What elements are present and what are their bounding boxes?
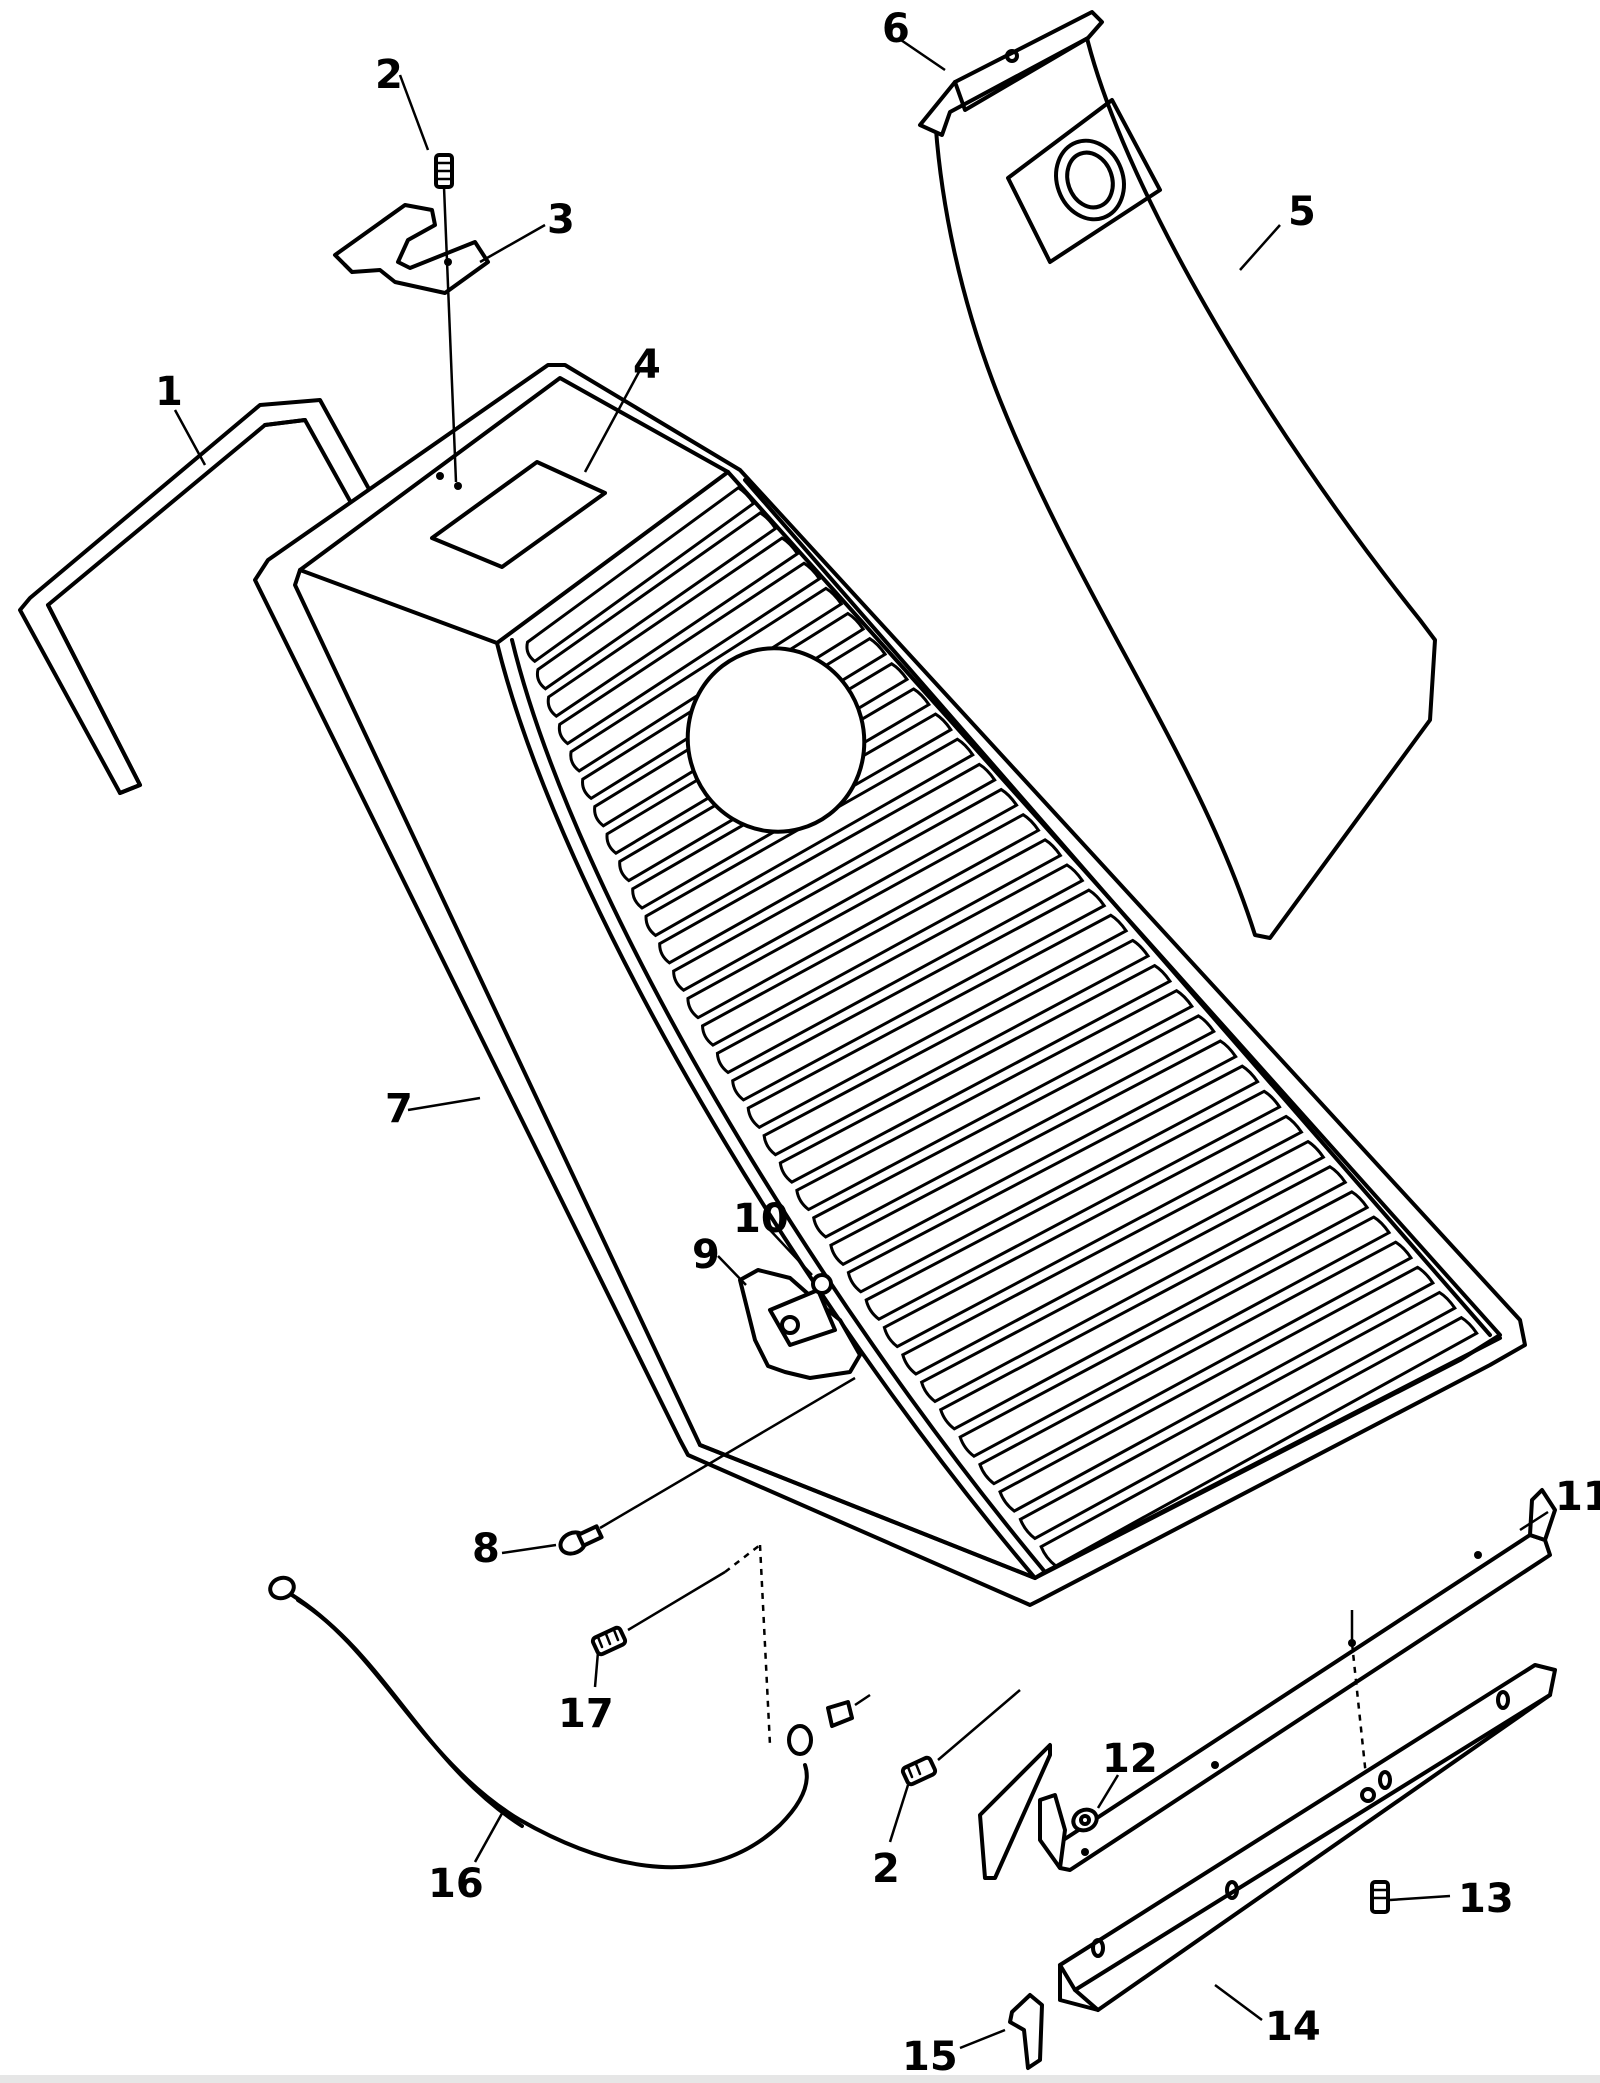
louver-slat bbox=[731, 888, 1107, 1102]
louver-slat bbox=[778, 963, 1173, 1184]
part-mounting-plate bbox=[978, 1743, 1052, 1880]
part-hood-damper-bracket bbox=[738, 1268, 862, 1380]
part-nut bbox=[1071, 1807, 1099, 1833]
hood-round-opening bbox=[685, 646, 867, 834]
louver-slat bbox=[525, 485, 756, 664]
footer-bar bbox=[0, 2075, 1600, 2083]
callout-16: 16 bbox=[428, 1861, 484, 1907]
part-duct-bag bbox=[933, 28, 1437, 940]
louver-slat bbox=[715, 863, 1085, 1075]
louver-slat bbox=[1018, 1290, 1457, 1541]
callout-11: 11 bbox=[1555, 1474, 1600, 1520]
callout-9: 9 bbox=[692, 1232, 720, 1278]
louver-slat bbox=[762, 938, 1151, 1157]
louver-slat bbox=[829, 1039, 1238, 1267]
louver-slat bbox=[658, 762, 997, 965]
callout-4: 4 bbox=[633, 342, 661, 388]
louver-slat bbox=[557, 561, 822, 746]
part-mounting-rail-lower bbox=[1058, 1663, 1557, 2012]
callout-12: 12 bbox=[1102, 1736, 1158, 1782]
louver-slat bbox=[978, 1240, 1414, 1486]
louver-slat bbox=[812, 1014, 1216, 1239]
part-screw-13 bbox=[1370, 1880, 1451, 1914]
part-screw-8 bbox=[558, 1376, 856, 1556]
callout-14: 14 bbox=[1265, 2004, 1321, 2050]
louver-slat bbox=[672, 787, 1019, 993]
callout-15: 15 bbox=[902, 2034, 958, 2080]
callout-5: 5 bbox=[1288, 189, 1316, 235]
callout-leaders bbox=[173, 36, 1549, 2022]
callout-13: 13 bbox=[1458, 1876, 1514, 1922]
louver-slat bbox=[919, 1165, 1348, 1404]
part-screw-top bbox=[434, 153, 458, 483]
louver-slat bbox=[686, 812, 1041, 1020]
part-duct-clip bbox=[918, 10, 1104, 137]
hood-louvers bbox=[525, 485, 1479, 1568]
louver-slat bbox=[938, 1190, 1370, 1431]
callout-2-top: 2 bbox=[375, 52, 403, 98]
callout-8: 8 bbox=[472, 1526, 500, 1572]
louver-slat bbox=[1039, 1315, 1479, 1568]
callout-2-bottom: 2 bbox=[872, 1846, 900, 1892]
louver-slat bbox=[546, 536, 800, 718]
louver-slat bbox=[700, 838, 1063, 1047]
part-mounting-bracket bbox=[333, 203, 490, 295]
louver-slat bbox=[998, 1265, 1436, 1513]
part-screw-17 bbox=[590, 1544, 772, 1746]
louver-slat bbox=[846, 1064, 1260, 1294]
part-end-cap bbox=[959, 1993, 1044, 2070]
louver-slat bbox=[864, 1089, 1282, 1321]
callout-17: 17 bbox=[558, 1691, 614, 1737]
louver-slat bbox=[882, 1114, 1304, 1349]
louver-slat bbox=[535, 511, 778, 691]
callout-7: 7 bbox=[385, 1086, 413, 1132]
callout-10: 10 bbox=[733, 1196, 789, 1242]
louver-slat bbox=[958, 1215, 1392, 1459]
callout-labels: 1 2 3 4 5 6 7 8 9 10 11 12 13 14 15 16 1… bbox=[155, 6, 1600, 2080]
part-mounting-rail-upper bbox=[1038, 1488, 1557, 1872]
louver-slat bbox=[901, 1139, 1326, 1376]
callout-1: 1 bbox=[155, 369, 183, 415]
callout-3: 3 bbox=[547, 197, 575, 243]
louver-slat bbox=[746, 913, 1129, 1130]
part-ground-wire bbox=[268, 1575, 871, 1870]
louver-slat bbox=[795, 988, 1195, 1212]
part-screw-bottom bbox=[900, 1689, 1021, 1787]
louver-slat bbox=[644, 737, 975, 938]
callout-6: 6 bbox=[882, 6, 910, 52]
